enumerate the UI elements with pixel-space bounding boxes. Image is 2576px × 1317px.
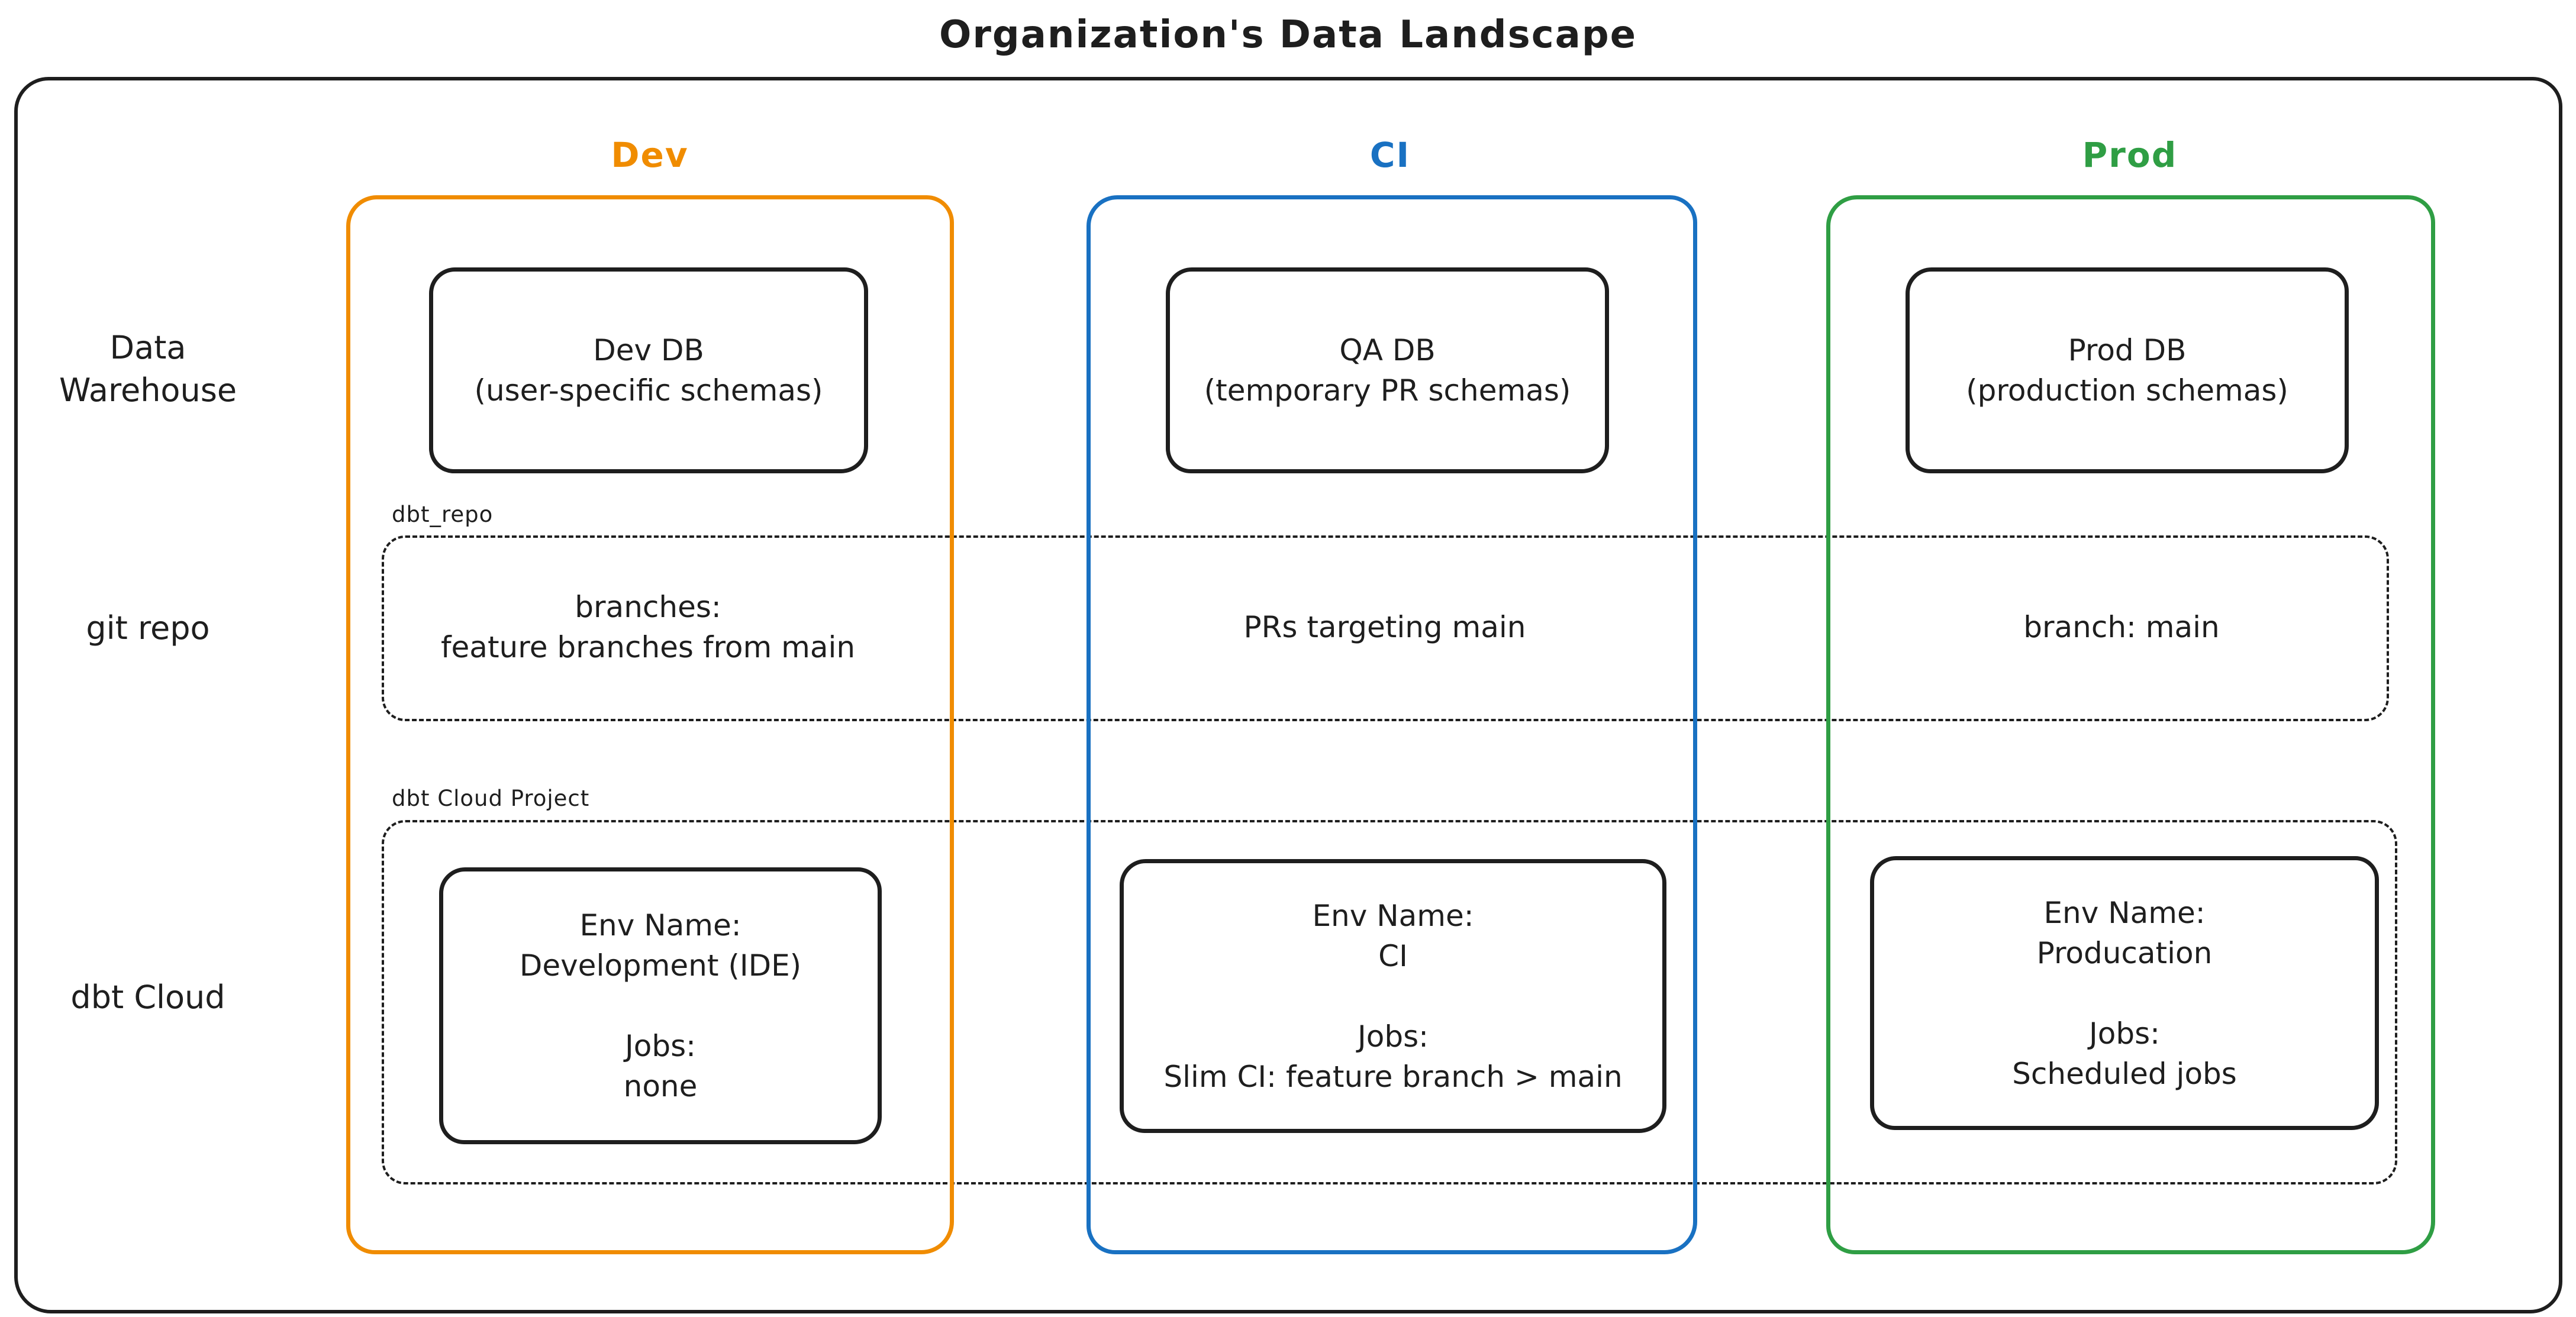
ci-env-name-value: CI <box>1378 938 1408 973</box>
row-label-data-warehouse: Data Warehouse <box>18 327 278 412</box>
column-header-dev: Dev <box>611 135 689 175</box>
git-cell-dev-line2: feature branches from main <box>440 630 856 664</box>
row-label-data-warehouse-line1: Data <box>109 329 186 366</box>
qa-db-subtitle: (temporary PR schemas) <box>1204 373 1571 408</box>
prod-db-box: Prod DB (production schemas) <box>1906 267 2349 473</box>
git-cell-prod: branch: main <box>1888 556 2355 698</box>
ci-env-jobs-value: Slim CI: feature branch > main <box>1163 1059 1623 1094</box>
git-cell-dev: branches: feature branches from main <box>414 556 882 698</box>
dbt-cloud-project-group-label: dbt Cloud Project <box>392 786 590 811</box>
git-cell-ci-line1: PRs targeting main <box>1243 610 1526 644</box>
column-header-ci: CI <box>1369 135 1411 175</box>
prod-env-name-value: Producation <box>2036 935 2213 970</box>
ci-environment-box: Env Name: CI Jobs: Slim CI: feature bran… <box>1120 859 1666 1133</box>
dev-env-jobs-label: Jobs: <box>625 1029 696 1063</box>
column-header-prod: Prod <box>2082 135 2178 175</box>
page-title: Organization's Data Landscape <box>939 13 1637 57</box>
prod-db-title: Prod DB <box>2068 333 2187 367</box>
dev-db-title: Dev DB <box>593 333 704 367</box>
dev-env-name-value: Development (IDE) <box>519 948 802 983</box>
qa-db-title: QA DB <box>1339 333 1436 367</box>
git-cell-prod-line1: branch: main <box>2023 610 2220 644</box>
dev-env-name-label: Env Name: <box>579 908 741 942</box>
prod-db-subtitle: (production schemas) <box>1966 373 2288 408</box>
qa-db-box: QA DB (temporary PR schemas) <box>1166 267 1609 473</box>
dev-db-subtitle: (user-specific schemas) <box>474 373 823 408</box>
prod-env-jobs-label: Jobs: <box>2089 1016 2160 1051</box>
prod-env-jobs-value: Scheduled jobs <box>2012 1056 2237 1091</box>
dbt-cloud-project-dashed-group <box>382 820 2397 1184</box>
git-repo-group-label: dbt_repo <box>392 502 494 527</box>
dev-env-jobs-value: none <box>623 1069 698 1103</box>
row-label-dbt-cloud: dbt Cloud <box>70 979 225 1016</box>
outer-frame <box>14 77 2562 1313</box>
dev-environment-box: Env Name: Development (IDE) Jobs: none <box>439 867 882 1144</box>
ci-env-name-label: Env Name: <box>1312 898 1474 933</box>
row-label-data-warehouse-line2: Warehouse <box>59 372 237 409</box>
ci-column-box <box>1087 195 1697 1254</box>
git-repo-dashed-group <box>382 535 2389 721</box>
prod-column-box <box>1826 195 2435 1254</box>
prod-env-name-label: Env Name: <box>2043 895 2206 930</box>
git-cell-ci: PRs targeting main <box>1148 556 1621 698</box>
dev-column-box <box>346 195 954 1254</box>
dev-db-box: Dev DB (user-specific schemas) <box>429 267 868 473</box>
row-label-git-repo: git repo <box>86 609 210 647</box>
prod-environment-box: Env Name: Producation Jobs: Scheduled jo… <box>1870 856 2379 1130</box>
ci-env-jobs-label: Jobs: <box>1358 1019 1429 1054</box>
git-cell-dev-line1: branches: <box>575 590 721 624</box>
